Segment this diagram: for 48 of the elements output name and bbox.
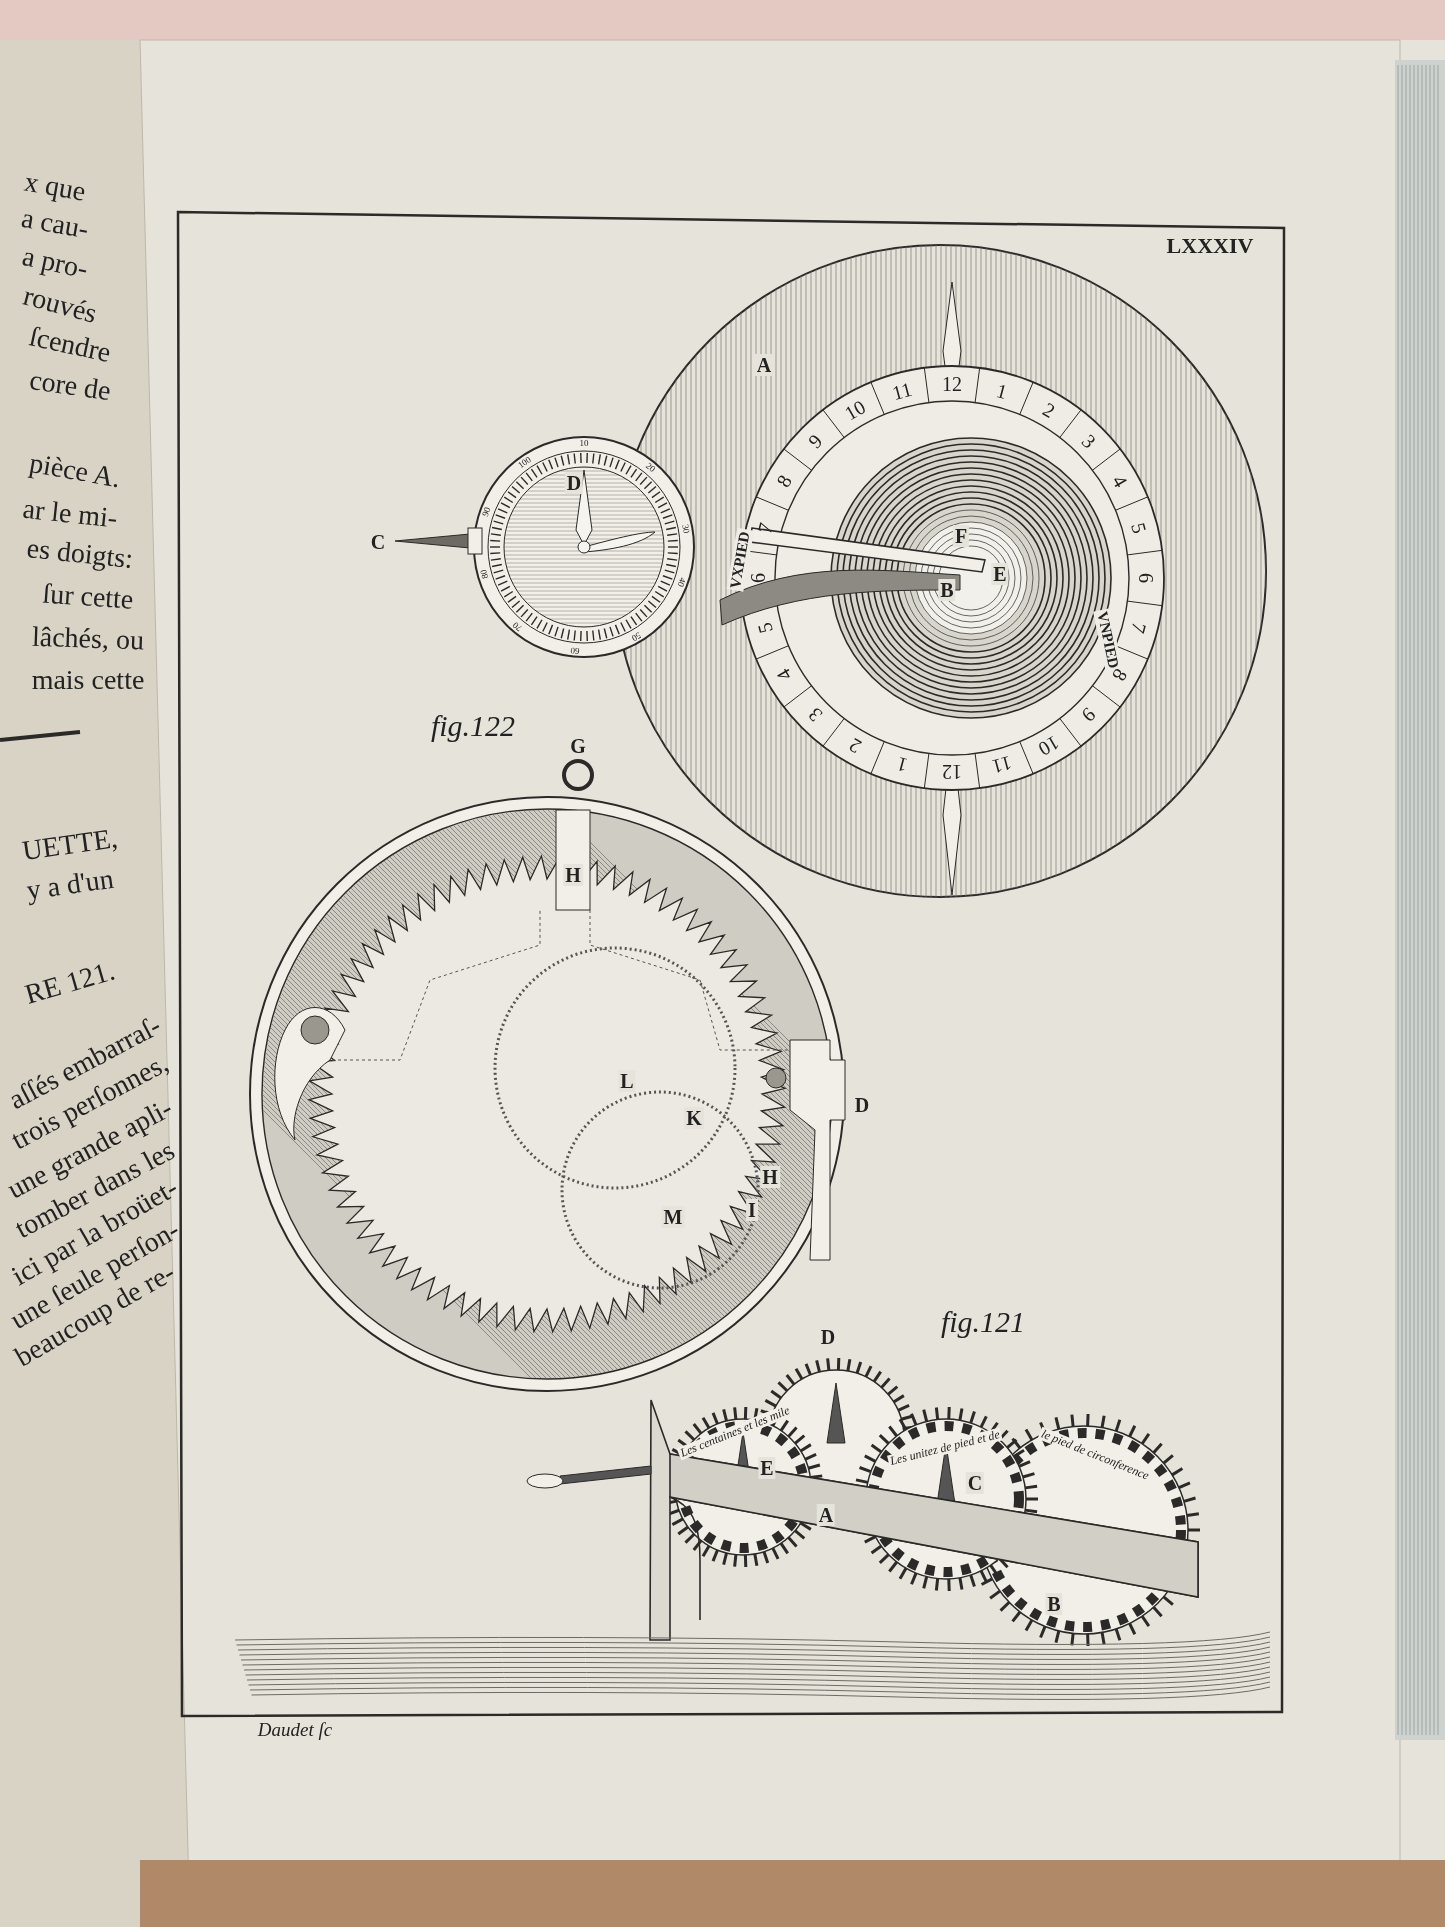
hour-numeral: 6 — [1135, 573, 1157, 583]
engraver-signature: Daudet ſc — [257, 1719, 333, 1741]
part-letter: E — [991, 563, 1009, 585]
part-letter: I — [746, 1199, 758, 1221]
hour-numeral: 3 — [1077, 429, 1101, 453]
hour-numeral: 5 — [752, 620, 777, 636]
hour-numeral: 11 — [990, 752, 1015, 779]
part-letter: B — [1045, 1593, 1063, 1615]
hour-numeral: 11 — [889, 377, 914, 404]
page-text-line: ſur cette — [41, 578, 135, 616]
hour-numeral: 7 — [1127, 620, 1152, 636]
part-letter: D — [564, 472, 584, 494]
scale-numeral: 10 — [577, 439, 591, 449]
hour-numeral: 9 — [1077, 703, 1101, 727]
hour-numeral: 4 — [771, 665, 796, 685]
hour-numeral: 5 — [1127, 520, 1152, 536]
part-letter: C — [965, 1472, 985, 1494]
hour-numeral: 2 — [845, 733, 865, 759]
part-letter: M — [661, 1206, 685, 1228]
section-heading: RE 121. — [21, 955, 119, 1011]
hour-numeral: 10 — [1034, 731, 1064, 761]
hour-numeral: 1 — [994, 378, 1010, 403]
hour-numeral: 10 — [840, 395, 870, 425]
scale-numeral: 60 — [568, 644, 582, 656]
part-letter: K — [684, 1107, 704, 1129]
part-letter: L — [618, 1070, 636, 1092]
part-letter: A — [754, 354, 774, 376]
part-letter: A — [816, 1504, 836, 1526]
hour-numeral: 1 — [894, 753, 910, 778]
hour-numeral: 2 — [1039, 397, 1059, 422]
hour-numeral: 4 — [1107, 471, 1133, 491]
page-text-line: lâchés, ou — [31, 621, 145, 657]
page-text-line: es doigts: — [25, 533, 135, 575]
part-letter: H — [760, 1166, 780, 1188]
page-text-line: ar le mi- — [21, 493, 119, 535]
page-text-line: pièce A. — [27, 447, 123, 495]
page-text-line: mais cette — [31, 664, 145, 696]
plate-number: LXXXIV — [1166, 233, 1254, 259]
part-letter: H — [563, 864, 583, 886]
hour-numeral: 8 — [771, 471, 796, 491]
hour-numeral: 7 — [752, 520, 777, 536]
hour-numeral: 9 — [803, 429, 827, 453]
part-letter: E — [758, 1457, 776, 1479]
hour-numeral: 12 — [942, 761, 962, 783]
part-letter: F — [952, 525, 970, 547]
hour-numeral: 3 — [803, 703, 827, 727]
part-letter: B — [938, 579, 956, 601]
hour-numeral: 12 — [942, 373, 962, 395]
